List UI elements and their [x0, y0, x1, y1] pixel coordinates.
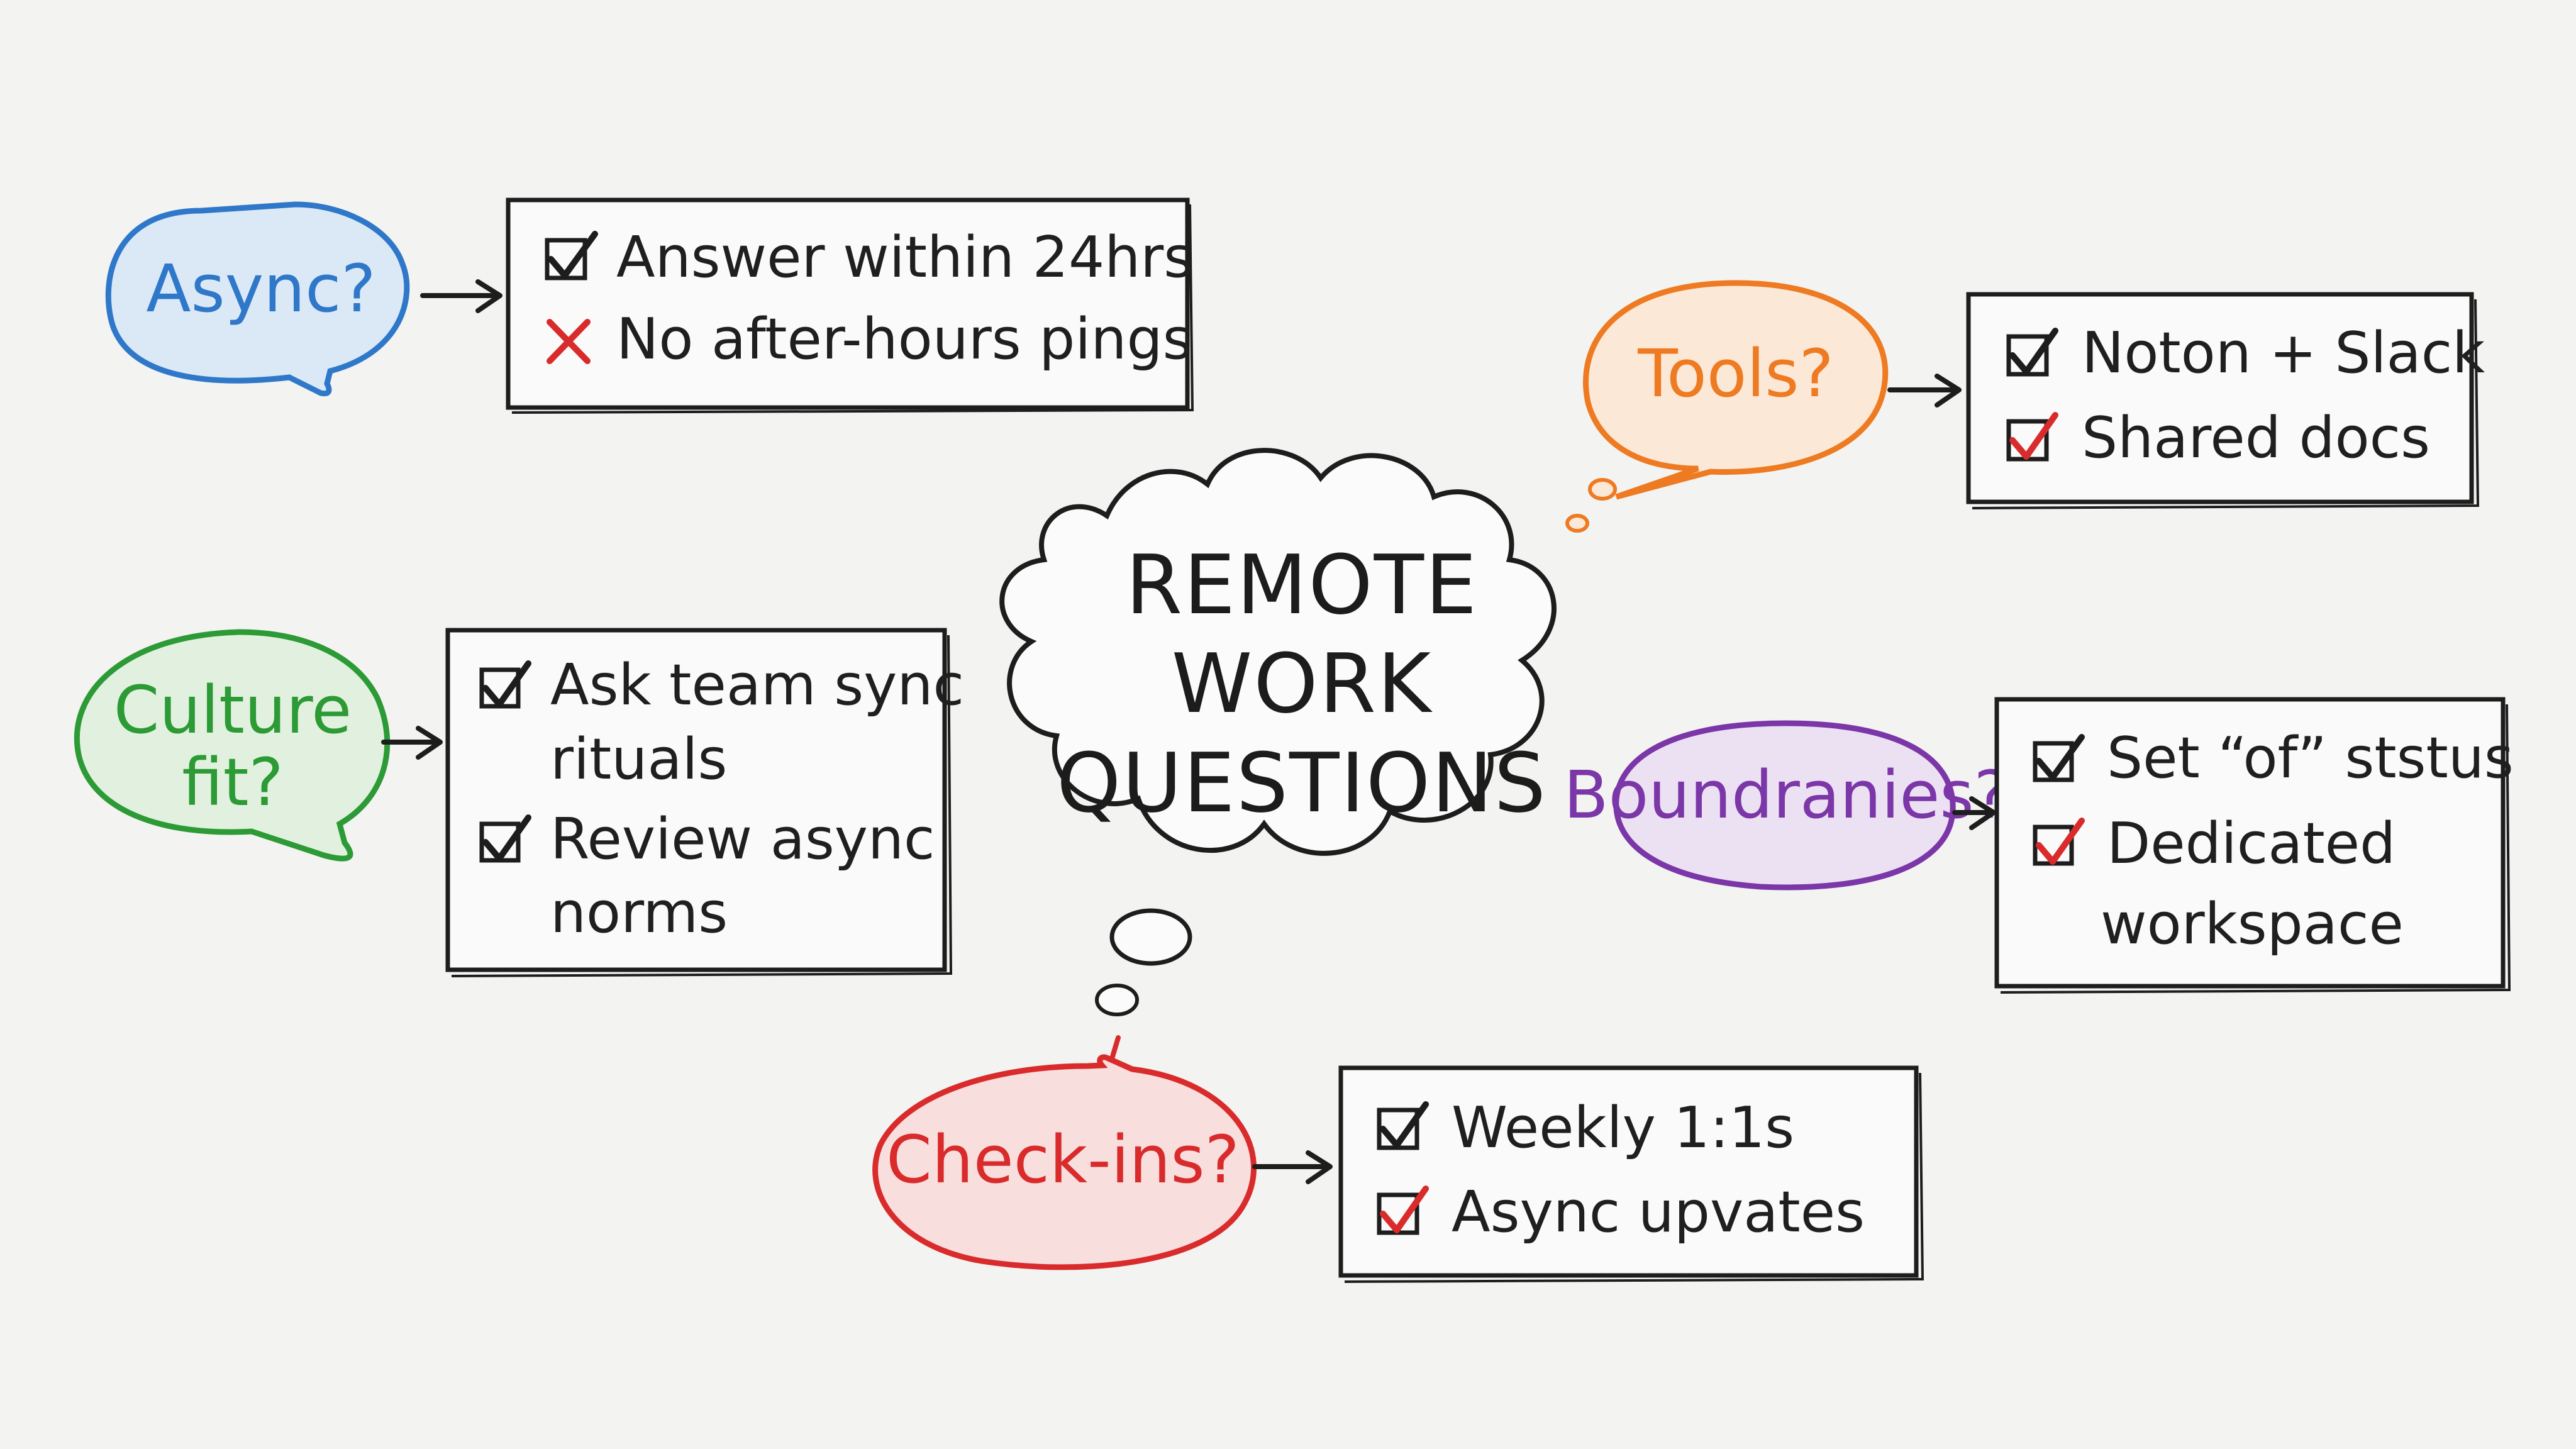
async-answer-box [506, 197, 1190, 410]
thought-cloud-shape [999, 448, 1557, 856]
cross-icon [547, 319, 591, 364]
culture-label-line-2: fit? [182, 744, 283, 821]
culture-answer-box [445, 628, 947, 972]
check-icon-red [1380, 1185, 1429, 1233]
boundaries-arrow [1952, 796, 1996, 830]
boundaries-item-2-line-1: Dedicated [2107, 811, 2396, 877]
center-title-line-1: REMOTE [1126, 537, 1479, 633]
boundaries-label: Boundranies? [1563, 757, 2008, 833]
check-icon [482, 814, 531, 862]
check-icon [2036, 734, 2085, 780]
culture-box-edge [451, 635, 953, 977]
culture-item-2-line-1: Review async [550, 806, 935, 872]
check-icon [2009, 328, 2058, 375]
checkins-arrow [1252, 1150, 1333, 1184]
boundaries-speech-bubble [1613, 720, 1956, 891]
async-node: Async? Answer within 24hrs No after-hour… [105, 197, 1194, 414]
culture-node: Culture fit? Ask team sync rituals Revie… [74, 628, 964, 977]
checkins-box-edge [1344, 1072, 1924, 1283]
async-speech-bubble [105, 201, 410, 397]
thought-dot [1588, 478, 1617, 501]
async-label: Async? [146, 250, 375, 327]
center-title-line-3: QUESTIONS [1057, 735, 1547, 831]
tools-label: Tools? [1637, 335, 1833, 412]
tools-answer-box [1966, 292, 2474, 504]
center-title-line-2: WORK [1172, 636, 1433, 731]
check-icon-red [2009, 412, 2058, 460]
checkins-item-2: Async upvates [1452, 1179, 1865, 1245]
check-icon [482, 660, 531, 708]
checkins-speech-bubble [872, 1054, 1257, 1270]
thought-dot-small [1095, 984, 1139, 1016]
check-icon [1380, 1101, 1429, 1148]
boundaries-item-1: Set “of” ststus [2107, 725, 2514, 791]
boundaries-item-2-line-2: workspace [2101, 891, 2404, 957]
check-icon [548, 231, 598, 279]
boundaries-box-edge [2000, 704, 2511, 994]
async-arrow [420, 279, 502, 313]
checkins-node: Check-ins? Weekly 1:1s Async upvates [872, 1054, 1924, 1283]
culture-speech-bubble [74, 629, 391, 862]
tools-arrow [1887, 374, 1962, 408]
tools-item-1: Noton + Slack [2082, 320, 2485, 386]
boundaries-answer-box [1994, 697, 2506, 989]
boundaries-node: Boundranies? Set “of” ststus Dedicated w… [1563, 697, 2514, 994]
thought-dot-large [1109, 908, 1192, 966]
culture-label-line-1: Culture [114, 672, 352, 748]
culture-item-1-line-1: Ask team sync [550, 652, 964, 718]
tools-node: Tools? Noton + Slack Shared docs [1565, 280, 2485, 533]
tools-item-2: Shared docs [2082, 405, 2430, 471]
checkins-answer-box [1338, 1065, 1919, 1278]
async-item-1: Answer within 24hrs [616, 225, 1193, 291]
culture-item-1-line-2: rituals [550, 726, 727, 792]
tools-speech-bubble [1583, 280, 1889, 500]
check-icon-red [2036, 818, 2085, 865]
central-thought-cloud: REMOTE WORK QUESTIONS [999, 448, 1557, 1065]
culture-item-2-line-2: norms [550, 880, 728, 946]
culture-arrow [381, 726, 443, 760]
async-item-2: No after-hours pings [616, 306, 1192, 372]
checkins-label: Check-ins? [886, 1121, 1240, 1198]
checkins-item-1: Weekly 1:1s [1452, 1095, 1794, 1161]
thought-dot [1565, 514, 1589, 533]
async-box-edge [511, 204, 1194, 414]
tools-box-edge [1972, 299, 2480, 509]
